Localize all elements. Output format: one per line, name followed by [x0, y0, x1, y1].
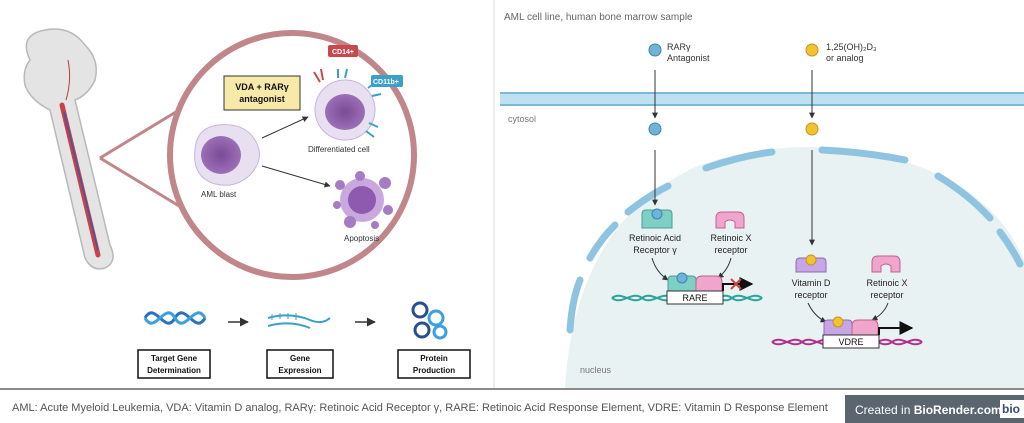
rxr-receptor-icon-1 [715, 211, 745, 229]
arrow-to-apoptosis [261, 165, 331, 188]
differentiated-cell-label: Differentiated cell [308, 145, 370, 154]
step-1-line1: Target Gene [151, 354, 198, 363]
credit-prefix: Created in [855, 403, 914, 417]
vdre-element-box [822, 334, 880, 349]
treatment-label-line1: VDA + RARγ [235, 82, 288, 92]
biorender-logo-icon: bio [1000, 400, 1024, 418]
vd-ligand-icon [805, 43, 819, 57]
rar-antagonist-label-line1: RARγ [667, 42, 691, 52]
credit-brand: BioRender.com [913, 403, 1002, 417]
nucleus-label: nucleus [580, 365, 612, 375]
rar-receptor-label-line2: Receptor γ [633, 245, 677, 255]
vitamin-d-receptor-icon [795, 254, 827, 273]
rna-icon [267, 313, 331, 329]
rxr-label-line2: receptor [714, 245, 747, 255]
rxr-receptor-icon-2 [871, 255, 901, 273]
step-box-3 [397, 349, 471, 379]
protein-icon [411, 301, 448, 340]
nuclear-envelope [566, 146, 1024, 334]
rar-receptor-label-line1: Retinoic Acid [629, 233, 681, 243]
rxr2-label-line2: receptor [870, 290, 903, 300]
apoptotic-cell [333, 171, 393, 229]
rar-gamma-receptor-icon [641, 208, 673, 229]
treatment-label-line2: antagonist [239, 94, 285, 104]
step-3-line1: Protein [420, 354, 448, 363]
rare-transcription-arrow [722, 277, 754, 291]
cd11b-marker-text: CD11b+ [373, 79, 399, 86]
rare-element-box [666, 290, 724, 305]
vdre-complex [823, 316, 879, 337]
vd-ligand-cytosol-icon [805, 122, 819, 136]
sample-title: AML cell line, human bone marrow sample [504, 12, 693, 23]
step-2-line2: Expression [278, 366, 321, 375]
step-3-line2: Production [413, 366, 455, 375]
footer-bar: AML: Acute Myeloid Leukemia, VDA: Vitami… [0, 388, 1024, 423]
treatment-box [223, 75, 301, 111]
vdr-label-line1: Vitamin D [792, 278, 831, 288]
biorender-credit[interactable]: Created in BioRender.com bio [845, 395, 1024, 423]
rar-antagonist-label-line2: Antagonist [667, 53, 710, 63]
step-1-line2: Determination [147, 366, 201, 375]
cd14-marker-text: CD14+ [332, 49, 354, 56]
step-box-1 [137, 349, 211, 379]
step-2-line1: Gene [290, 354, 311, 363]
bone-illustration [23, 28, 114, 270]
cd11b-marker-tag [371, 75, 403, 87]
cytosol-label: cytosol [508, 114, 536, 124]
vd-ligand-label-line1: 1,25(OH)₂D₃ [826, 42, 877, 52]
transcription-blocked-icon [730, 278, 742, 290]
rare-label: RARE [682, 293, 707, 303]
apoptosis-label: Apoptosis [344, 234, 379, 243]
vdre-label: VDRE [838, 337, 863, 347]
aml-blast-cell [194, 124, 260, 186]
vdre-transcription-arrow [878, 321, 914, 335]
rxr-label-line1: Retinoic X [710, 233, 751, 243]
abbreviations-text: AML: Acute Myeloid Leukemia, VDA: Vitami… [12, 402, 828, 414]
arrow-to-differentiated [261, 116, 309, 139]
step-box-2 [266, 349, 334, 379]
aml-blast-label: AML blast [201, 190, 237, 199]
rare-complex [667, 272, 723, 293]
vd-ligand-label-line2: or analog [826, 53, 864, 63]
vdr-to-vdre-arrow [807, 302, 827, 323]
differentiated-cell [313, 68, 382, 141]
cell-membrane [500, 92, 1024, 106]
rar-to-rare-arrow [651, 257, 669, 281]
dna-icon [143, 311, 207, 325]
cd14-marker-tag [328, 45, 358, 57]
rar-ligand-cytosol-icon [648, 122, 662, 136]
rar-antagonist-ligand-icon [648, 43, 662, 57]
vdr-label-line2: receptor [794, 290, 827, 300]
rxr2-label-line1: Retinoic X [866, 278, 907, 288]
credit-text-wrap: Created in BioRender.com [855, 403, 1002, 417]
rxr2-to-vdre-arrow [871, 302, 889, 321]
